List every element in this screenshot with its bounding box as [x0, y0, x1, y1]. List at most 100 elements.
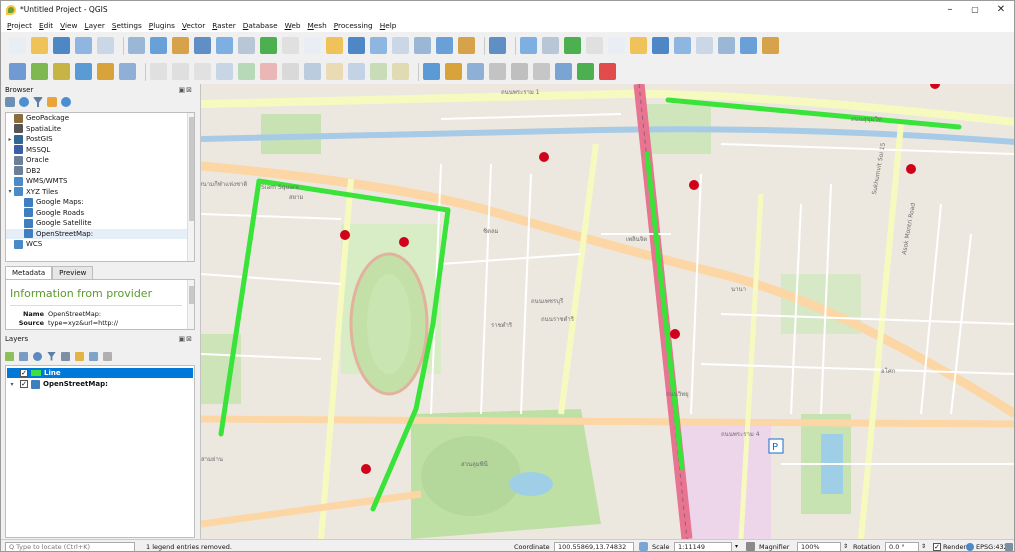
- toolbar-tool-icon[interactable]: [172, 37, 189, 54]
- scale-dropdown-icon[interactable]: ▾: [735, 543, 739, 550]
- browser-item[interactable]: Google Maps:: [6, 197, 194, 208]
- layers-dock-buttons[interactable]: ▣⊠: [178, 335, 193, 343]
- messages-icon[interactable]: [1005, 542, 1013, 551]
- browser-item[interactable]: ▾XYZ Tiles: [6, 187, 194, 198]
- toolbar-tool-icon[interactable]: [282, 63, 299, 80]
- metadata-scroll-thumb[interactable]: [189, 286, 194, 304]
- toolbar-tool-icon[interactable]: [414, 37, 431, 54]
- toolbar-tool-icon[interactable]: [260, 63, 277, 80]
- layer-row-openstreetmap[interactable]: ▾ ✓ OpenStreetMap:: [7, 379, 193, 389]
- toolbar-tool-icon[interactable]: [282, 37, 299, 54]
- toolbar-tool-icon[interactable]: [304, 63, 321, 80]
- magnifier-stepper[interactable]: ⇕: [843, 543, 849, 550]
- add-selected-icon[interactable]: [5, 97, 15, 107]
- browser-item[interactable]: WCS: [6, 239, 194, 250]
- menu-view[interactable]: View: [60, 20, 78, 30]
- toolbar-tool-icon[interactable]: [150, 37, 167, 54]
- toolbar-tool-icon[interactable]: [696, 37, 713, 54]
- browser-item[interactable]: GeoPackage: [6, 113, 194, 124]
- toolbar-tool-icon[interactable]: [326, 63, 343, 80]
- chevron-down-icon[interactable]: ▾: [10, 380, 14, 388]
- toolbar-tool-icon[interactable]: [599, 63, 616, 80]
- chevron-down-icon[interactable]: ▾: [8, 188, 12, 196]
- close-button[interactable]: ✕: [996, 4, 1006, 15]
- filter-icon[interactable]: [33, 97, 43, 107]
- toolbar-tool-icon[interactable]: [718, 37, 735, 54]
- layer-visibility-checkbox[interactable]: ✓: [20, 369, 28, 377]
- toolbar-tool-icon[interactable]: [674, 37, 691, 54]
- toolbar-tool-icon[interactable]: [436, 37, 453, 54]
- layer-row-line[interactable]: ✓ Line: [7, 368, 193, 378]
- menu-help[interactable]: Help: [379, 20, 397, 30]
- render-checkbox[interactable]: ✓: [933, 542, 941, 551]
- toolbar-tool-icon[interactable]: [260, 37, 277, 54]
- browser-scroll-thumb[interactable]: [189, 117, 194, 221]
- toolbar-tool-icon[interactable]: [608, 37, 625, 54]
- tab-metadata[interactable]: Metadata: [5, 266, 53, 279]
- toolbar-tool-icon[interactable]: [172, 63, 189, 80]
- toolbar-tool-icon[interactable]: [370, 63, 387, 80]
- rotation-stepper[interactable]: ⇕: [921, 543, 927, 550]
- collapse-all-icon[interactable]: [89, 351, 98, 361]
- toolbar-tool-icon[interactable]: [489, 37, 506, 54]
- browser-item[interactable]: OpenStreetMap:: [6, 228, 194, 239]
- crs-label[interactable]: EPSG:4326: [976, 542, 1012, 551]
- toolbar-tool-icon[interactable]: [97, 63, 114, 80]
- toolbar-tool-icon[interactable]: [392, 37, 409, 54]
- toolbar-tool-icon[interactable]: [97, 37, 114, 54]
- menu-plugins[interactable]: Plugins: [148, 20, 175, 30]
- browser-dock-buttons[interactable]: ▣⊠: [178, 86, 193, 94]
- toolbar-tool-icon[interactable]: [542, 37, 559, 54]
- browser-item[interactable]: ▸PostGIS: [6, 134, 194, 145]
- menu-processing[interactable]: Processing: [333, 20, 373, 30]
- map-svg[interactable]: P: [201, 84, 1014, 539]
- toolbar-tool-icon[interactable]: [326, 37, 343, 54]
- toolbar-tool-icon[interactable]: [423, 63, 440, 80]
- collapse-all-icon[interactable]: [47, 97, 57, 107]
- expand-all-icon[interactable]: [75, 351, 84, 361]
- toolbar-tool-icon[interactable]: [119, 63, 136, 80]
- toolbar-tool-icon[interactable]: [555, 63, 572, 80]
- browser-item[interactable]: MSSQL: [6, 145, 194, 156]
- menu-database[interactable]: Database: [242, 20, 278, 30]
- toolbar-tool-icon[interactable]: [216, 63, 233, 80]
- toolbar-tool-icon[interactable]: [9, 37, 26, 54]
- remove-layer-icon[interactable]: [103, 351, 112, 361]
- style-manager-icon[interactable]: [5, 351, 14, 361]
- toolbar-tool-icon[interactable]: [150, 63, 167, 80]
- locate-search-input[interactable]: Q Type to locate (Ctrl+K): [5, 541, 135, 551]
- toolbar-tool-icon[interactable]: [75, 37, 92, 54]
- toolbar-tool-icon[interactable]: [564, 37, 581, 54]
- toolbar-tool-icon[interactable]: [238, 63, 255, 80]
- toolbar-tool-icon[interactable]: [533, 63, 550, 80]
- lock-scale-icon[interactable]: [746, 542, 755, 551]
- expression-filter-icon[interactable]: [61, 351, 70, 361]
- toolbar-tool-icon[interactable]: [458, 37, 475, 54]
- menu-project[interactable]: Project: [7, 20, 32, 30]
- toolbar-tool-icon[interactable]: [53, 37, 70, 54]
- magnifier-field[interactable]: 100%: [797, 541, 841, 551]
- layer-visibility-checkbox[interactable]: ✓: [20, 380, 28, 388]
- browser-item[interactable]: Google Roads: [6, 208, 194, 219]
- toolbar-tool-icon[interactable]: [740, 37, 757, 54]
- toolbar-tool-icon[interactable]: [370, 37, 387, 54]
- toolbar-tool-icon[interactable]: [194, 37, 211, 54]
- toolbar-tool-icon[interactable]: [31, 63, 48, 80]
- toolbar-tool-icon[interactable]: [586, 37, 603, 54]
- toolbar-tool-icon[interactable]: [445, 63, 462, 80]
- toolbar-tool-icon[interactable]: [348, 37, 365, 54]
- maximize-button[interactable]: ▢: [971, 5, 979, 14]
- toggle-extents-icon[interactable]: [639, 542, 648, 551]
- toolbar-tool-icon[interactable]: [520, 37, 537, 54]
- properties-icon[interactable]: [61, 97, 71, 107]
- menu-layer[interactable]: Layer: [84, 20, 105, 30]
- toolbar-tool-icon[interactable]: [216, 37, 233, 54]
- toolbar-tool-icon[interactable]: [9, 63, 26, 80]
- menu-settings[interactable]: Settings: [111, 20, 142, 30]
- toolbar-tool-icon[interactable]: [652, 37, 669, 54]
- rotation-field[interactable]: 0.0 °: [885, 541, 919, 551]
- filter-icon[interactable]: [47, 351, 56, 361]
- crs-globe-icon[interactable]: [966, 542, 974, 551]
- toolbar-tool-icon[interactable]: [75, 63, 92, 80]
